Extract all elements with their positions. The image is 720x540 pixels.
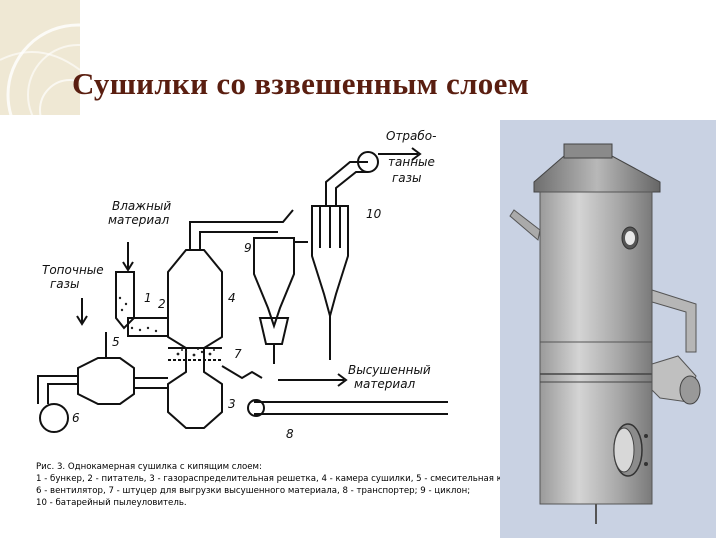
spent-gases-label-3: газы: [392, 171, 422, 185]
wet-material-label-1: Влажный: [112, 199, 171, 213]
fluidized-bed-particles: [118, 296, 215, 357]
callout-7: 7: [234, 347, 242, 361]
callout-4: 4: [228, 291, 236, 305]
corner-decoration: [0, 0, 80, 115]
callout-10: 10: [366, 207, 382, 221]
callout-1: 1: [144, 291, 152, 305]
bunker: [115, 271, 135, 330]
discharge-nozzle: [221, 365, 263, 380]
spent-gases-label-1: Отрабо-: [386, 129, 436, 143]
slide-title: Сушилки со взвешенным слоем: [72, 66, 530, 101]
callout-9: 9: [244, 241, 252, 255]
callout-5: 5: [112, 335, 120, 349]
cyclone: [253, 237, 295, 330]
callout-3: 3: [228, 397, 236, 411]
exhaust-collar: [563, 143, 613, 159]
inlet-chute: [509, 209, 541, 241]
dryer-3d-model: [500, 120, 716, 538]
caption-line-3: 6 - вентилятор, 7 - штуцер для выгрузки …: [36, 486, 471, 496]
callout-8: 8: [286, 427, 294, 441]
lower-shell: [539, 341, 653, 505]
fuel-gases-label-1: Топочные: [42, 263, 104, 277]
drying-chamber: [167, 249, 223, 429]
dried-material-label-1: Высушенный: [348, 363, 431, 377]
spent-gases-label-2: танные: [388, 155, 435, 169]
callout-2: 2: [158, 297, 166, 311]
caption-line-2: 1 - бункер, 2 - питатель, 3 - газораспре…: [36, 474, 533, 484]
wet-material-label-2: материал: [108, 213, 170, 227]
caption-line-1: Рис. 3. Однокамерная сушилка с кипящим с…: [36, 462, 262, 472]
fan: [39, 403, 69, 433]
fuel-gases-label-2: газы: [50, 277, 80, 291]
battery-dust-collector: [311, 205, 349, 320]
caption-line-4: 10 - батарейный пылеуловитель.: [36, 498, 187, 508]
dried-material-label-2: материал: [354, 377, 416, 391]
upper-shell: [539, 191, 653, 343]
figure-caption: Рис. 3. Однокамерная сушилка с кипящим с…: [36, 461, 533, 509]
callout-6: 6: [72, 411, 80, 425]
dryer-schematic-diagram: Влажный материал Топочные газы Отрабо- т…: [28, 122, 498, 458]
corner-swirl-graphic: [0, 0, 80, 115]
side-outlet-pipe: [651, 289, 697, 353]
mixing-chamber: [77, 357, 135, 405]
